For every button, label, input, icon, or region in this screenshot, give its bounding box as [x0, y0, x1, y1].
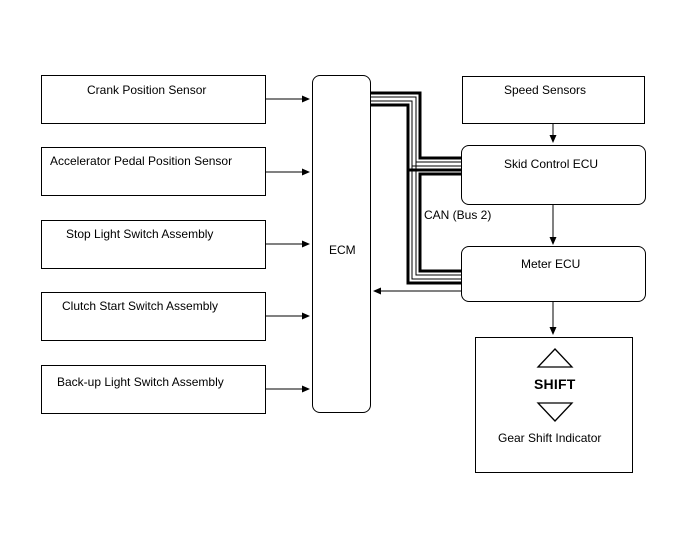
clutch-start-switch-label: Clutch Start Switch Assembly — [62, 299, 219, 313]
triangle-up-icon — [536, 348, 574, 368]
ecm-box: ECM — [312, 75, 371, 413]
meter-ecu-box: Meter ECU — [461, 246, 646, 302]
speed-sensors-label: Speed Sensors — [504, 83, 587, 97]
speed-sensors-box: Speed Sensors — [462, 76, 645, 124]
meter-ecu-label: Meter ECU — [521, 257, 581, 271]
accelerator-pedal-sensor-label: Accelerator Pedal Position Sensor — [50, 154, 233, 168]
backup-light-switch-box: Back-up Light Switch Assembly — [41, 365, 266, 414]
crank-position-sensor-box: Crank Position Sensor — [41, 75, 266, 124]
gear-shift-indicator-box: SHIFT Gear Shift Indicator — [475, 337, 633, 473]
clutch-start-switch-box: Clutch Start Switch Assembly — [41, 292, 266, 341]
can-bus-label: CAN (Bus 2) — [424, 208, 492, 222]
stop-light-switch-label: Stop Light Switch Assembly — [66, 227, 214, 241]
shift-text: SHIFT — [534, 376, 576, 392]
gear-shift-indicator-label: Gear Shift Indicator — [498, 431, 602, 445]
can-bus-ecm-skid — [371, 91, 461, 172]
backup-light-switch-label: Back-up Light Switch Assembly — [57, 375, 224, 389]
ecm-label: ECM — [329, 243, 356, 257]
stop-light-switch-box: Stop Light Switch Assembly — [41, 220, 266, 269]
triangle-down-icon — [536, 402, 574, 422]
crank-position-sensor-label: Crank Position Sensor — [87, 83, 207, 97]
skid-control-ecu-box: Skid Control ECU — [461, 145, 646, 205]
accelerator-pedal-sensor-box: Accelerator Pedal Position Sensor — [41, 147, 266, 196]
skid-control-ecu-label: Skid Control ECU — [504, 157, 599, 171]
can-bus-skid-meter — [406, 162, 461, 285]
